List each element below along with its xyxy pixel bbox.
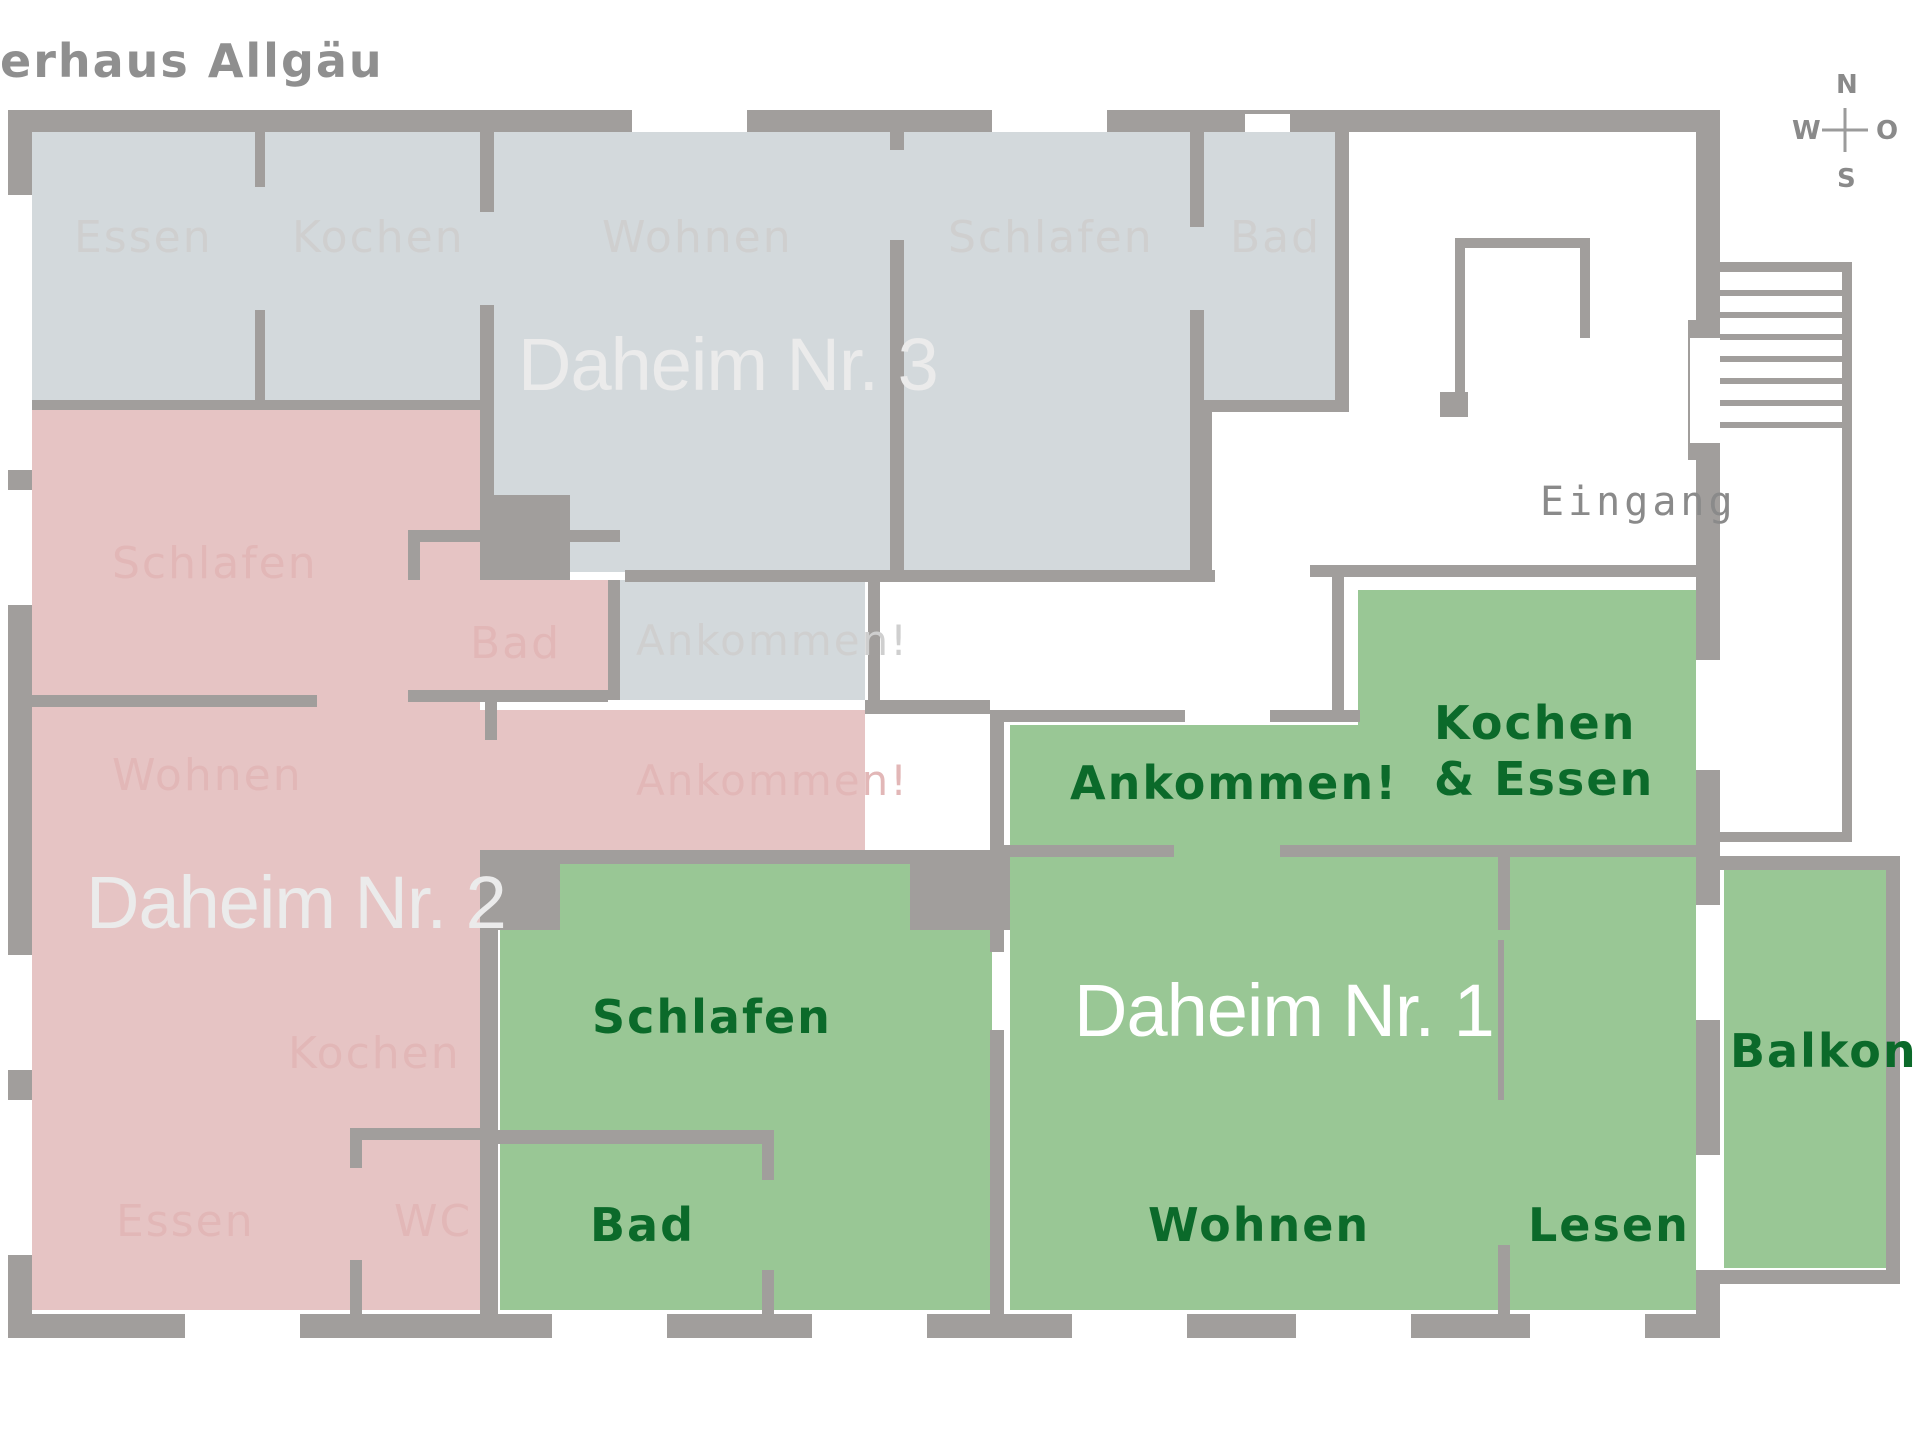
page-title: erhaus Allgäu — [0, 34, 384, 88]
unit1-room-schlafen: Schlafen — [592, 990, 832, 1044]
walls — [8, 110, 1900, 1338]
unit2-room-bad: Bad — [470, 618, 562, 669]
unit3-room-essen: Essen — [74, 212, 213, 263]
unit3-room-ankommen: Ankommen! — [636, 616, 909, 665]
compass-north: N — [1836, 70, 1858, 100]
unit2-room-ankommen: Ankommen! — [636, 756, 909, 805]
unit2-room-wc: WC — [394, 1196, 473, 1247]
compass-west: W — [1792, 116, 1821, 146]
unit2-title: Daheim Nr. 2 — [86, 861, 507, 944]
unit3-title: Daheim Nr. 3 — [518, 323, 939, 406]
unit3-room-schlafen: Schlafen — [948, 212, 1154, 263]
unit1-room-bad: Bad — [590, 1198, 696, 1252]
unit3-room-wohnen: Wohnen — [602, 212, 793, 263]
unit1-room-balkon: Balkon — [1730, 1024, 1918, 1078]
unit1-room-lesen: Lesen — [1528, 1198, 1690, 1252]
compass-icon — [1822, 108, 1868, 152]
compass-east: O — [1876, 116, 1899, 146]
unit1-room-essen: & Essen — [1434, 752, 1655, 806]
unit1-room-kochen: Kochen — [1434, 696, 1637, 750]
entrance-label: Eingang — [1540, 479, 1737, 525]
windows — [8, 110, 1720, 1338]
unit3-room-bad: Bad — [1230, 212, 1322, 263]
unit2-room-schlafen: Schlafen — [112, 538, 318, 589]
unit3-room-kochen: Kochen — [292, 212, 465, 263]
unit2-room-kochen: Kochen — [288, 1028, 461, 1079]
unit2-room-wohnen: Wohnen — [112, 750, 303, 801]
unit-1-area — [500, 590, 1886, 1310]
unit2-room-essen: Essen — [116, 1196, 255, 1247]
unit-3-area — [32, 132, 1340, 700]
unit1-room-ankommen: Ankommen! — [1070, 756, 1399, 810]
unit1-room-wohnen: Wohnen — [1148, 1198, 1371, 1252]
unit1-title: Daheim Nr. 1 — [1074, 969, 1495, 1052]
compass-south: S — [1837, 164, 1856, 194]
unit-2-area — [32, 410, 865, 1310]
